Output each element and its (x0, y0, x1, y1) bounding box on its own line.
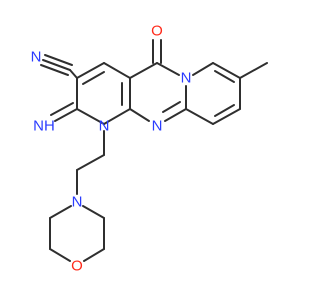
atom-ring-n1: N (99, 118, 110, 135)
bond-m3 (83, 248, 105, 262)
bond-c11a-n2 (164, 108, 187, 122)
bond-c2-imine-1 (54, 108, 78, 122)
bond-c3-c4-inner (82, 71, 105, 85)
bond-n1-c2 (76, 108, 105, 125)
bond-m4 (49, 248, 71, 262)
bond-c5-n (156, 62, 180, 76)
structure-svg: N NH N N N N O O (31, 23, 268, 275)
bond-nitrile-1 (42, 59, 71, 71)
atom-morpholine-o: O (71, 258, 83, 275)
bond-c4-c4a (103, 62, 131, 79)
atom-morpholine-n: N (72, 194, 83, 211)
bond-ch2a-ch2b (76, 154, 105, 171)
bond-nitrile-3 (40, 64, 69, 76)
atom-carbonyl-o: O (151, 23, 163, 40)
atom-ring-n2: N (152, 118, 163, 135)
bond-c4a-c5 (129, 62, 158, 79)
bond-c9-c11a (185, 108, 214, 125)
bond-c11a-n2-inner (162, 101, 181, 113)
bond-m6 (49, 205, 72, 219)
bond-c7-methyl (239, 62, 268, 79)
bond-n-c6 (192, 62, 214, 76)
bond-c8-c9 (212, 108, 241, 125)
bond-c6-c7 (212, 62, 241, 79)
bond-n2-c10a (129, 108, 150, 122)
bond-m1 (82, 205, 105, 219)
bond-c6-c7-inner (214, 70, 235, 83)
bonds (40, 39, 268, 262)
bond-c8-c9-inner (214, 104, 235, 117)
atom-labels: N NH N N N N O O (31, 23, 192, 275)
atom-imine-nh: NH (33, 118, 55, 135)
atom-nitrile-n: N (31, 49, 42, 66)
bond-nitrile-2 (44, 54, 73, 66)
atom-ring-n3: N (181, 70, 192, 87)
bond-c2-imine-2 (50, 102, 74, 116)
molecule-diagram: N NH N N N N O O (30, 22, 268, 275)
bond-c10a-n1 (103, 108, 131, 125)
bond-c3-cn (69, 69, 78, 79)
bond-c3-c4 (76, 62, 105, 79)
